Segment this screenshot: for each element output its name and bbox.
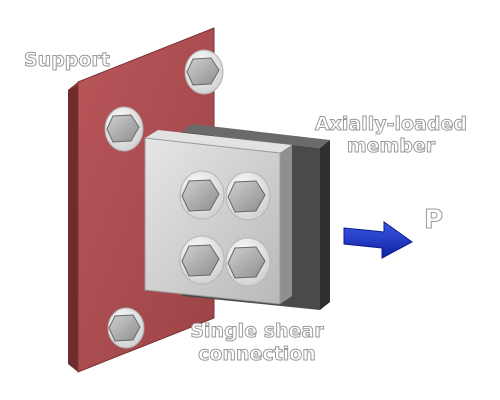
member-label-line2: member — [347, 135, 436, 157]
load-arrow — [343, 221, 413, 259]
connection-bolt-2 — [225, 171, 271, 221]
connection-bolt-3 — [179, 235, 225, 285]
member-label-line1: Axially-loaded — [315, 113, 467, 135]
connection-bolt-4 — [225, 237, 271, 287]
load-label: P — [424, 205, 443, 235]
support-bolt-bottom — [107, 307, 145, 349]
connection-bolt-1 — [179, 170, 225, 220]
connection-label-line2: connection — [198, 343, 316, 365]
connection-label-line1: Single shear — [190, 320, 324, 342]
support-bolt-middle — [104, 106, 144, 152]
support-label: Support — [24, 49, 110, 71]
support-bolt-top — [184, 49, 224, 95]
connector-plate — [144, 130, 292, 305]
